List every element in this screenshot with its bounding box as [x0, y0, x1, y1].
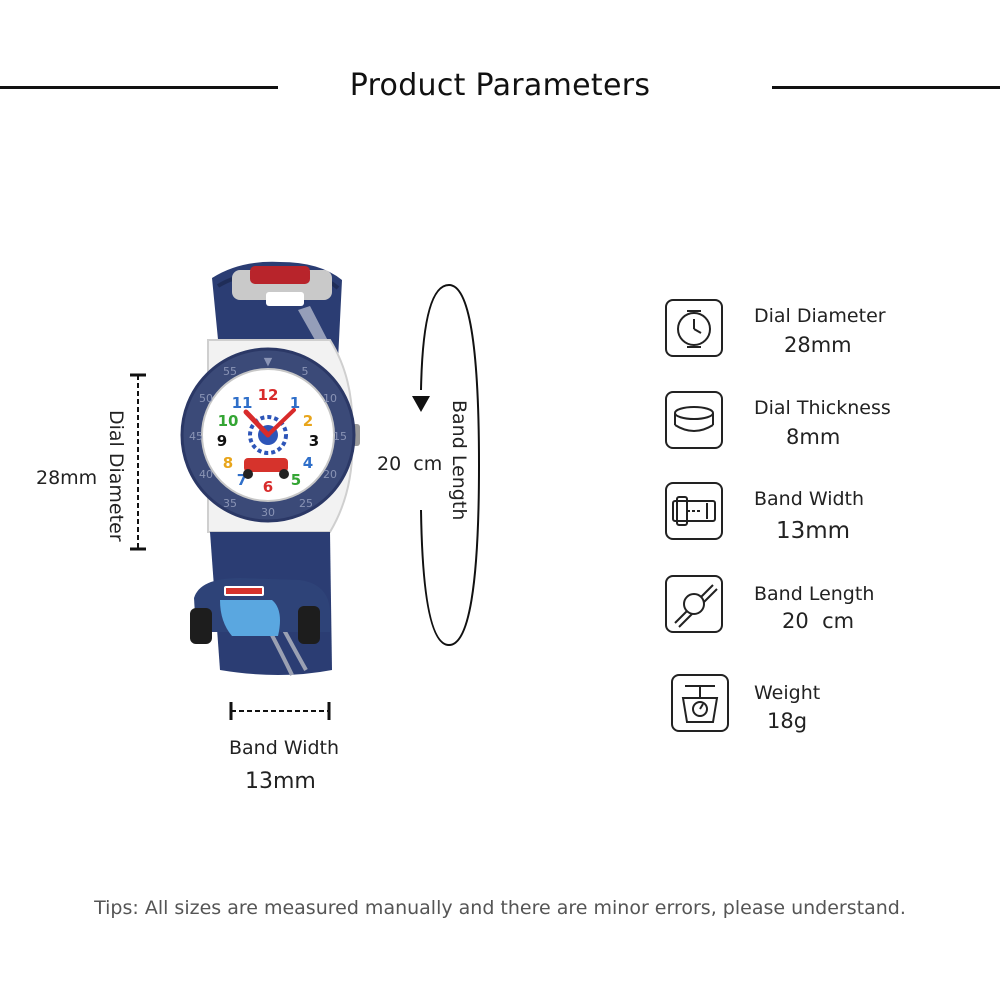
band-width-dimension-line	[228, 700, 332, 722]
svg-text:5: 5	[302, 365, 309, 378]
spec-value-weight: 18g	[767, 709, 808, 733]
spec-value-band-width: 13mm	[776, 518, 851, 544]
band-length-oval-arrow	[405, 280, 485, 650]
footer-tips: Tips: All sizes are measured manually an…	[94, 897, 906, 919]
svg-text:12: 12	[258, 386, 279, 404]
svg-text:35: 35	[223, 497, 237, 510]
svg-text:50: 50	[199, 392, 213, 405]
band-length-vertical-label: Band Length	[448, 400, 470, 521]
svg-text:7: 7	[237, 471, 247, 489]
band-length-icon	[665, 575, 723, 633]
spec-value-dial-diameter: 28mm	[784, 333, 852, 357]
dial-diameter-dimension-line	[128, 372, 148, 552]
svg-text:1: 1	[290, 394, 300, 412]
svg-text:10: 10	[218, 412, 239, 430]
band-buckle-icon	[665, 482, 723, 540]
svg-text:2: 2	[303, 412, 313, 430]
svg-text:55: 55	[223, 365, 237, 378]
watch-face-icon	[665, 299, 723, 357]
spec-value-dial-thickness: 8mm	[786, 425, 841, 449]
dial-thickness-icon	[665, 391, 723, 449]
dial-diameter-side-value: 28mm	[36, 467, 98, 489]
scale-icon	[671, 674, 729, 732]
spec-value-band-length: 20 cm	[782, 609, 855, 633]
svg-text:9: 9	[217, 432, 227, 450]
watch-product-image: ▼ 5 10 15 20 25 30 35 40 45 50 55 12 1 2…	[180, 250, 380, 680]
svg-text:40: 40	[199, 468, 213, 481]
svg-text:10: 10	[323, 392, 337, 405]
svg-text:▼: ▼	[264, 355, 273, 368]
band-width-bottom-label: Band Width	[229, 737, 340, 759]
svg-text:3: 3	[309, 432, 319, 450]
svg-text:11: 11	[232, 394, 253, 412]
svg-text:8: 8	[223, 454, 233, 472]
svg-text:20: 20	[323, 468, 337, 481]
spec-label-weight: Weight	[754, 682, 821, 704]
svg-text:25: 25	[299, 497, 313, 510]
spec-label-dial-thickness: Dial Thickness	[754, 397, 891, 419]
spec-label-band-width: Band Width	[754, 488, 865, 510]
header-right-rule	[772, 86, 1000, 89]
svg-text:45: 45	[189, 430, 203, 443]
svg-text:5: 5	[291, 471, 301, 489]
page-title: Product Parameters	[349, 68, 651, 103]
header-left-rule	[0, 86, 278, 89]
svg-text:6: 6	[263, 478, 273, 496]
svg-text:15: 15	[333, 430, 347, 443]
svg-text:4: 4	[303, 454, 313, 472]
spec-label-dial-diameter: Dial Diameter	[754, 305, 886, 327]
dial-diameter-vertical-label: Dial Diameter	[105, 410, 127, 542]
svg-text:30: 30	[261, 506, 275, 519]
band-length-side-value: 20 cm	[375, 453, 445, 475]
spec-label-band-length: Band Length	[754, 583, 875, 605]
band-width-bottom-value: 13mm	[245, 769, 316, 794]
